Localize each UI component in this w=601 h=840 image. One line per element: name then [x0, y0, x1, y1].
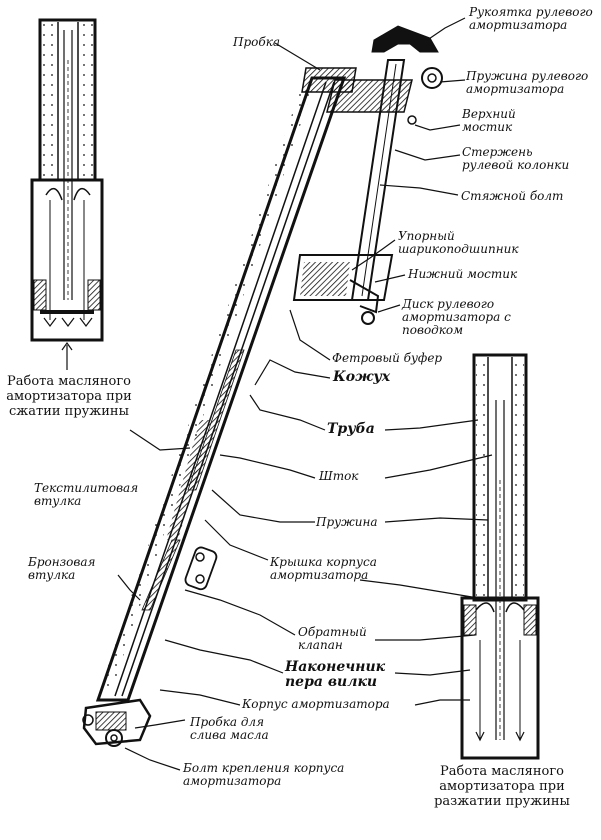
fork-bottom — [82, 546, 218, 747]
leader-lines — [117, 17, 493, 771]
rebound-diagram — [460, 353, 540, 760]
label-steering-column-rod: Стержень рулевой колонки — [462, 145, 570, 172]
label-plug: Пробка — [233, 35, 281, 49]
label-tube: Труба — [327, 421, 375, 437]
label-clamp-bolt: Стяжной болт — [461, 189, 564, 203]
label-damper-body-cover: Крышка корпуса амортизатора — [270, 555, 377, 582]
label-check-valve: Обратный клапан — [298, 625, 367, 652]
label-rod: Шток — [319, 469, 359, 483]
compression-diagram — [30, 18, 104, 370]
label-fork-tip: Наконечник пера вилки — [285, 659, 386, 690]
label-upper-bridge: Верхний мостик — [462, 107, 516, 134]
label-handle: Рукоятка рулевого амортизатора — [469, 5, 593, 32]
caption-compression: Работа масляного амортизатора при сжатии… — [6, 374, 132, 419]
steering-column — [292, 25, 443, 325]
label-spring: Пружина — [316, 515, 378, 529]
label-drain-plug: Пробка для слива масла — [190, 715, 269, 742]
fork-leg — [95, 67, 357, 702]
label-casing: Кожух — [333, 369, 391, 385]
label-thrust-bearing: Упорный шарикоподшипник — [398, 229, 519, 256]
label-textolite-bushing: Текстилитовая втулка — [34, 481, 139, 508]
label-steering-disc: Диск рулевого амортизатора с поводком — [402, 297, 511, 337]
label-lower-bridge: Нижний мостик — [408, 267, 518, 281]
label-body-mount-bolt: Болт крепления корпуса амортизатора — [183, 761, 345, 788]
caption-rebound: Работа масляного амортизатора при разжат… — [434, 764, 570, 809]
label-steering-spring: Пружина рулевого амортизатора — [466, 69, 589, 96]
label-felt-buffer: Фетровый буфер — [332, 351, 443, 365]
label-damper-body: Корпус амортизатора — [242, 697, 390, 711]
label-bronze-bushing: Бронзовая втулка — [28, 555, 96, 582]
